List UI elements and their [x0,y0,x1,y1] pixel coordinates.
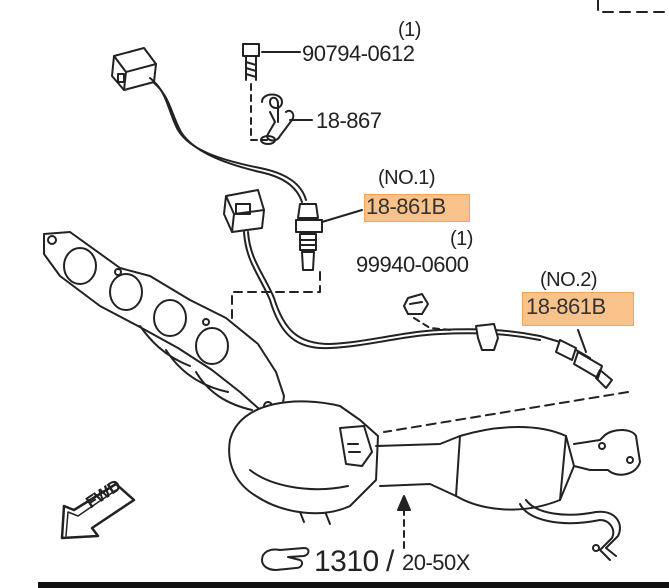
reference-arrow-icon [397,495,411,511]
exhaust-manifold-icon [43,231,285,417]
sensor2-position: (NO.2) [540,269,598,291]
clip-part-number[interactable]: 18-867 [316,108,382,133]
nut-qty: (1) [450,228,473,250]
assembly-dashed-line [250,83,268,141]
bolt-qty: (1) [398,19,421,41]
nut-icon [403,293,429,315]
bolt-part-number[interactable]: 90794-0612 [302,41,415,66]
bottom-border [38,582,669,588]
sensor1-part-highlight [364,194,470,222]
sensor1-mount-dashed-line [231,271,321,321]
reference-main[interactable]: 1310 [314,545,379,578]
catalytic-converter-icon [228,400,641,561]
nut-part-number[interactable]: 99940-0600 [356,252,469,277]
reference-sub[interactable]: 20-50X [402,550,470,575]
dashed-border-fragment [597,0,669,13]
bolt-icon [242,43,301,81]
o2-sensor-1-icon [111,47,363,271]
nut-dashed-line [413,317,453,331]
sensor1-position: (NO.1) [378,167,436,189]
sensor1-part-number[interactable]: 18-861B [366,194,446,219]
clip-icon [260,93,313,145]
sensor2-mount-dashed-line [383,391,629,433]
hand-pointer-icon [261,547,310,571]
sensor2-part-number[interactable]: 18-861B [526,294,606,319]
reference-separator: / [386,545,394,578]
fwd-arrow-icon [60,482,136,540]
sensor2-part-highlight [522,292,634,326]
o2-sensor-2-icon [223,189,613,389]
